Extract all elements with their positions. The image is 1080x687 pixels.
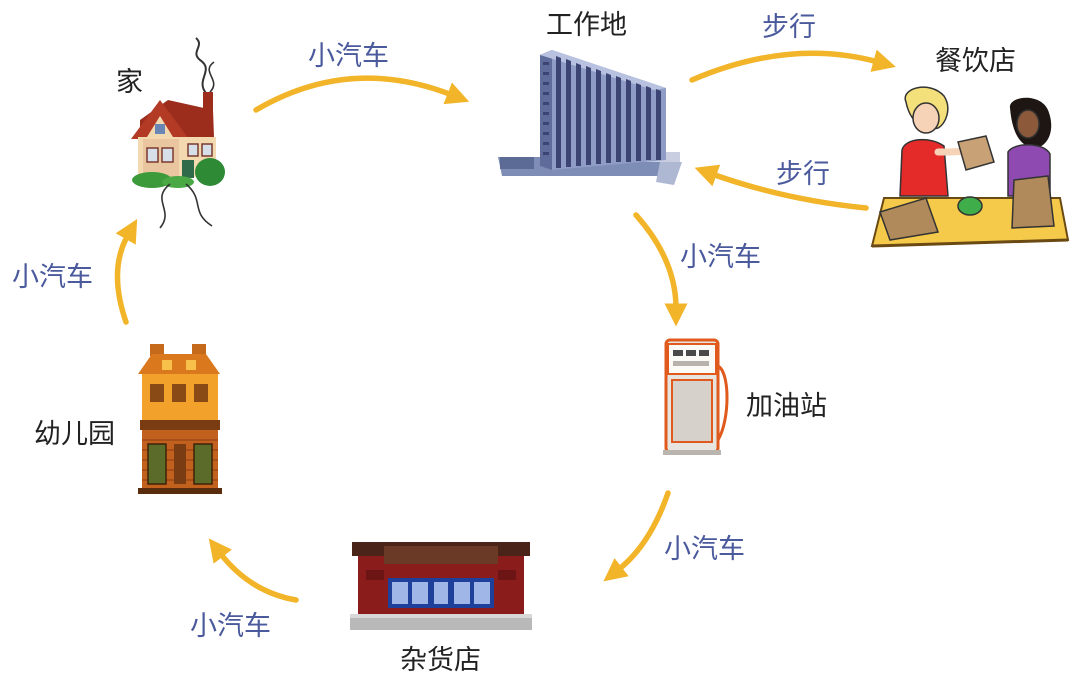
arrow-work-to-restaurant [689,49,896,83]
arrow-kindergarten-to-home [114,218,138,325]
gas-pump-icon [663,338,729,455]
place-label-home: 家 [116,67,143,98]
mode-label-work-to-gas: 小汽车 [680,242,761,273]
arrows [114,49,896,603]
place-label-kindergarten: 幼儿园 [34,419,115,450]
place-label-restaurant: 餐饮店 [935,46,1016,77]
mode-label-home-to-work: 小汽车 [308,41,389,72]
grocery-store-icon [350,542,532,630]
mode-label-gas-to-grocery: 小汽车 [664,534,745,565]
place-label-grocery: 杂货店 [400,645,481,676]
mode-label-work-to-restaurant: 步行 [762,12,816,43]
arrow-grocery-to-kindergarten [208,538,299,603]
arrow-gas-to-grocery [603,490,671,582]
place-label-gas-station: 加油站 [746,391,827,422]
house-icon [131,37,225,229]
arrow-home-to-work [253,75,470,113]
office-building-icon [498,50,682,185]
restaurant-counter-icon [870,86,1070,248]
place-label-work: 工作地 [546,10,627,41]
mode-label-kindergarten-to-home: 小汽车 [12,262,93,293]
arrow-restaurant-to-work [694,164,869,211]
mode-label-restaurant-to-work: 步行 [776,159,830,190]
mode-label-grocery-to-kindergarten: 小汽车 [190,611,271,642]
arrow-work-to-gas [633,212,688,327]
kindergarten-building-icon [138,344,222,494]
